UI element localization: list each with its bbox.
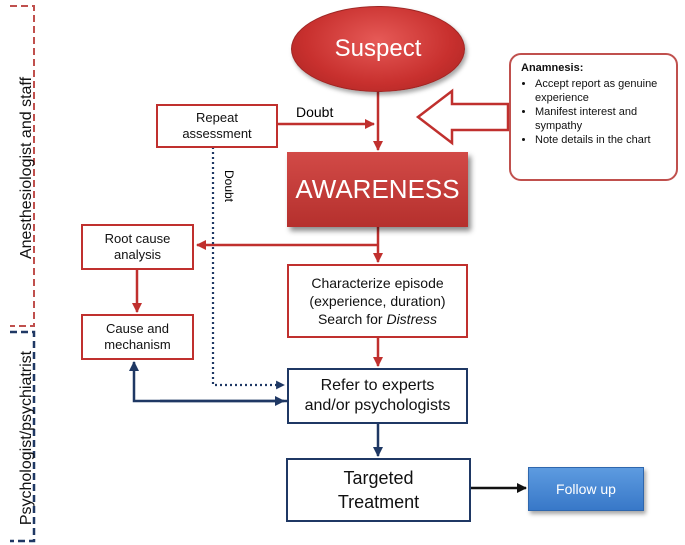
targeted-line-2: Treatment <box>337 492 420 512</box>
anamnesis-item: Note details in the chart <box>535 133 668 147</box>
dotted-doubt-path <box>211 147 285 390</box>
char-line-1: Characterize episode <box>311 275 444 291</box>
anamnesis-item: Manifest interest and sympathy <box>535 105 668 133</box>
follow-up-node: Follow up <box>528 467 644 511</box>
char-line-3-prefix: Search for <box>317 311 387 327</box>
repeat-line-1: Repeat <box>196 110 238 125</box>
char-line-3-italic: Distress <box>386 311 438 327</box>
hollow-arrow-anamnesis <box>415 88 510 146</box>
root-line-1: Root cause <box>104 231 171 246</box>
root-line-2: analysis <box>114 247 161 262</box>
repeat-assessment-node: Repeat assessment <box>156 104 278 148</box>
side-brackets <box>10 5 36 543</box>
targeted-line-1: Targeted <box>343 468 414 488</box>
cause-line-1: Cause and <box>106 321 169 336</box>
suspect-node: Suspect <box>291 6 465 92</box>
anamnesis-list: Accept report as genuine experience Mani… <box>521 77 668 147</box>
staff-bracket <box>10 5 35 327</box>
char-line-3: Search for Distress <box>318 310 437 328</box>
awareness-node: AWARENESS <box>287 152 468 227</box>
refer-node: Refer to experts and/or psychologists <box>287 368 468 424</box>
anamnesis-box: Anamnesis: Accept report as genuine expe… <box>509 53 678 181</box>
root-cause-node: Root cause analysis <box>81 224 194 270</box>
repeat-line-2: assessment <box>182 126 252 141</box>
doubt-vertical-label: Doubt <box>222 169 236 203</box>
refer-line-2: and/or psychologists <box>304 397 451 414</box>
cause-line-2: mechanism <box>104 337 171 352</box>
anamnesis-title: Anamnesis: <box>521 62 584 74</box>
psychologist-bracket <box>10 330 36 543</box>
cause-mechanism-node: Cause and mechanism <box>81 314 194 360</box>
refer-line-1: Refer to experts <box>320 377 435 394</box>
char-line-2: (experience, duration) <box>309 293 446 309</box>
characterize-node: Characterize episode (experience, durati… <box>287 264 468 338</box>
arrow-refer-to-cause <box>129 361 287 403</box>
anamnesis-item: Accept report as genuine experience <box>535 77 668 105</box>
targeted-treatment-node: Targeted Treatment <box>286 458 471 522</box>
doubt-label: Doubt <box>296 104 334 120</box>
